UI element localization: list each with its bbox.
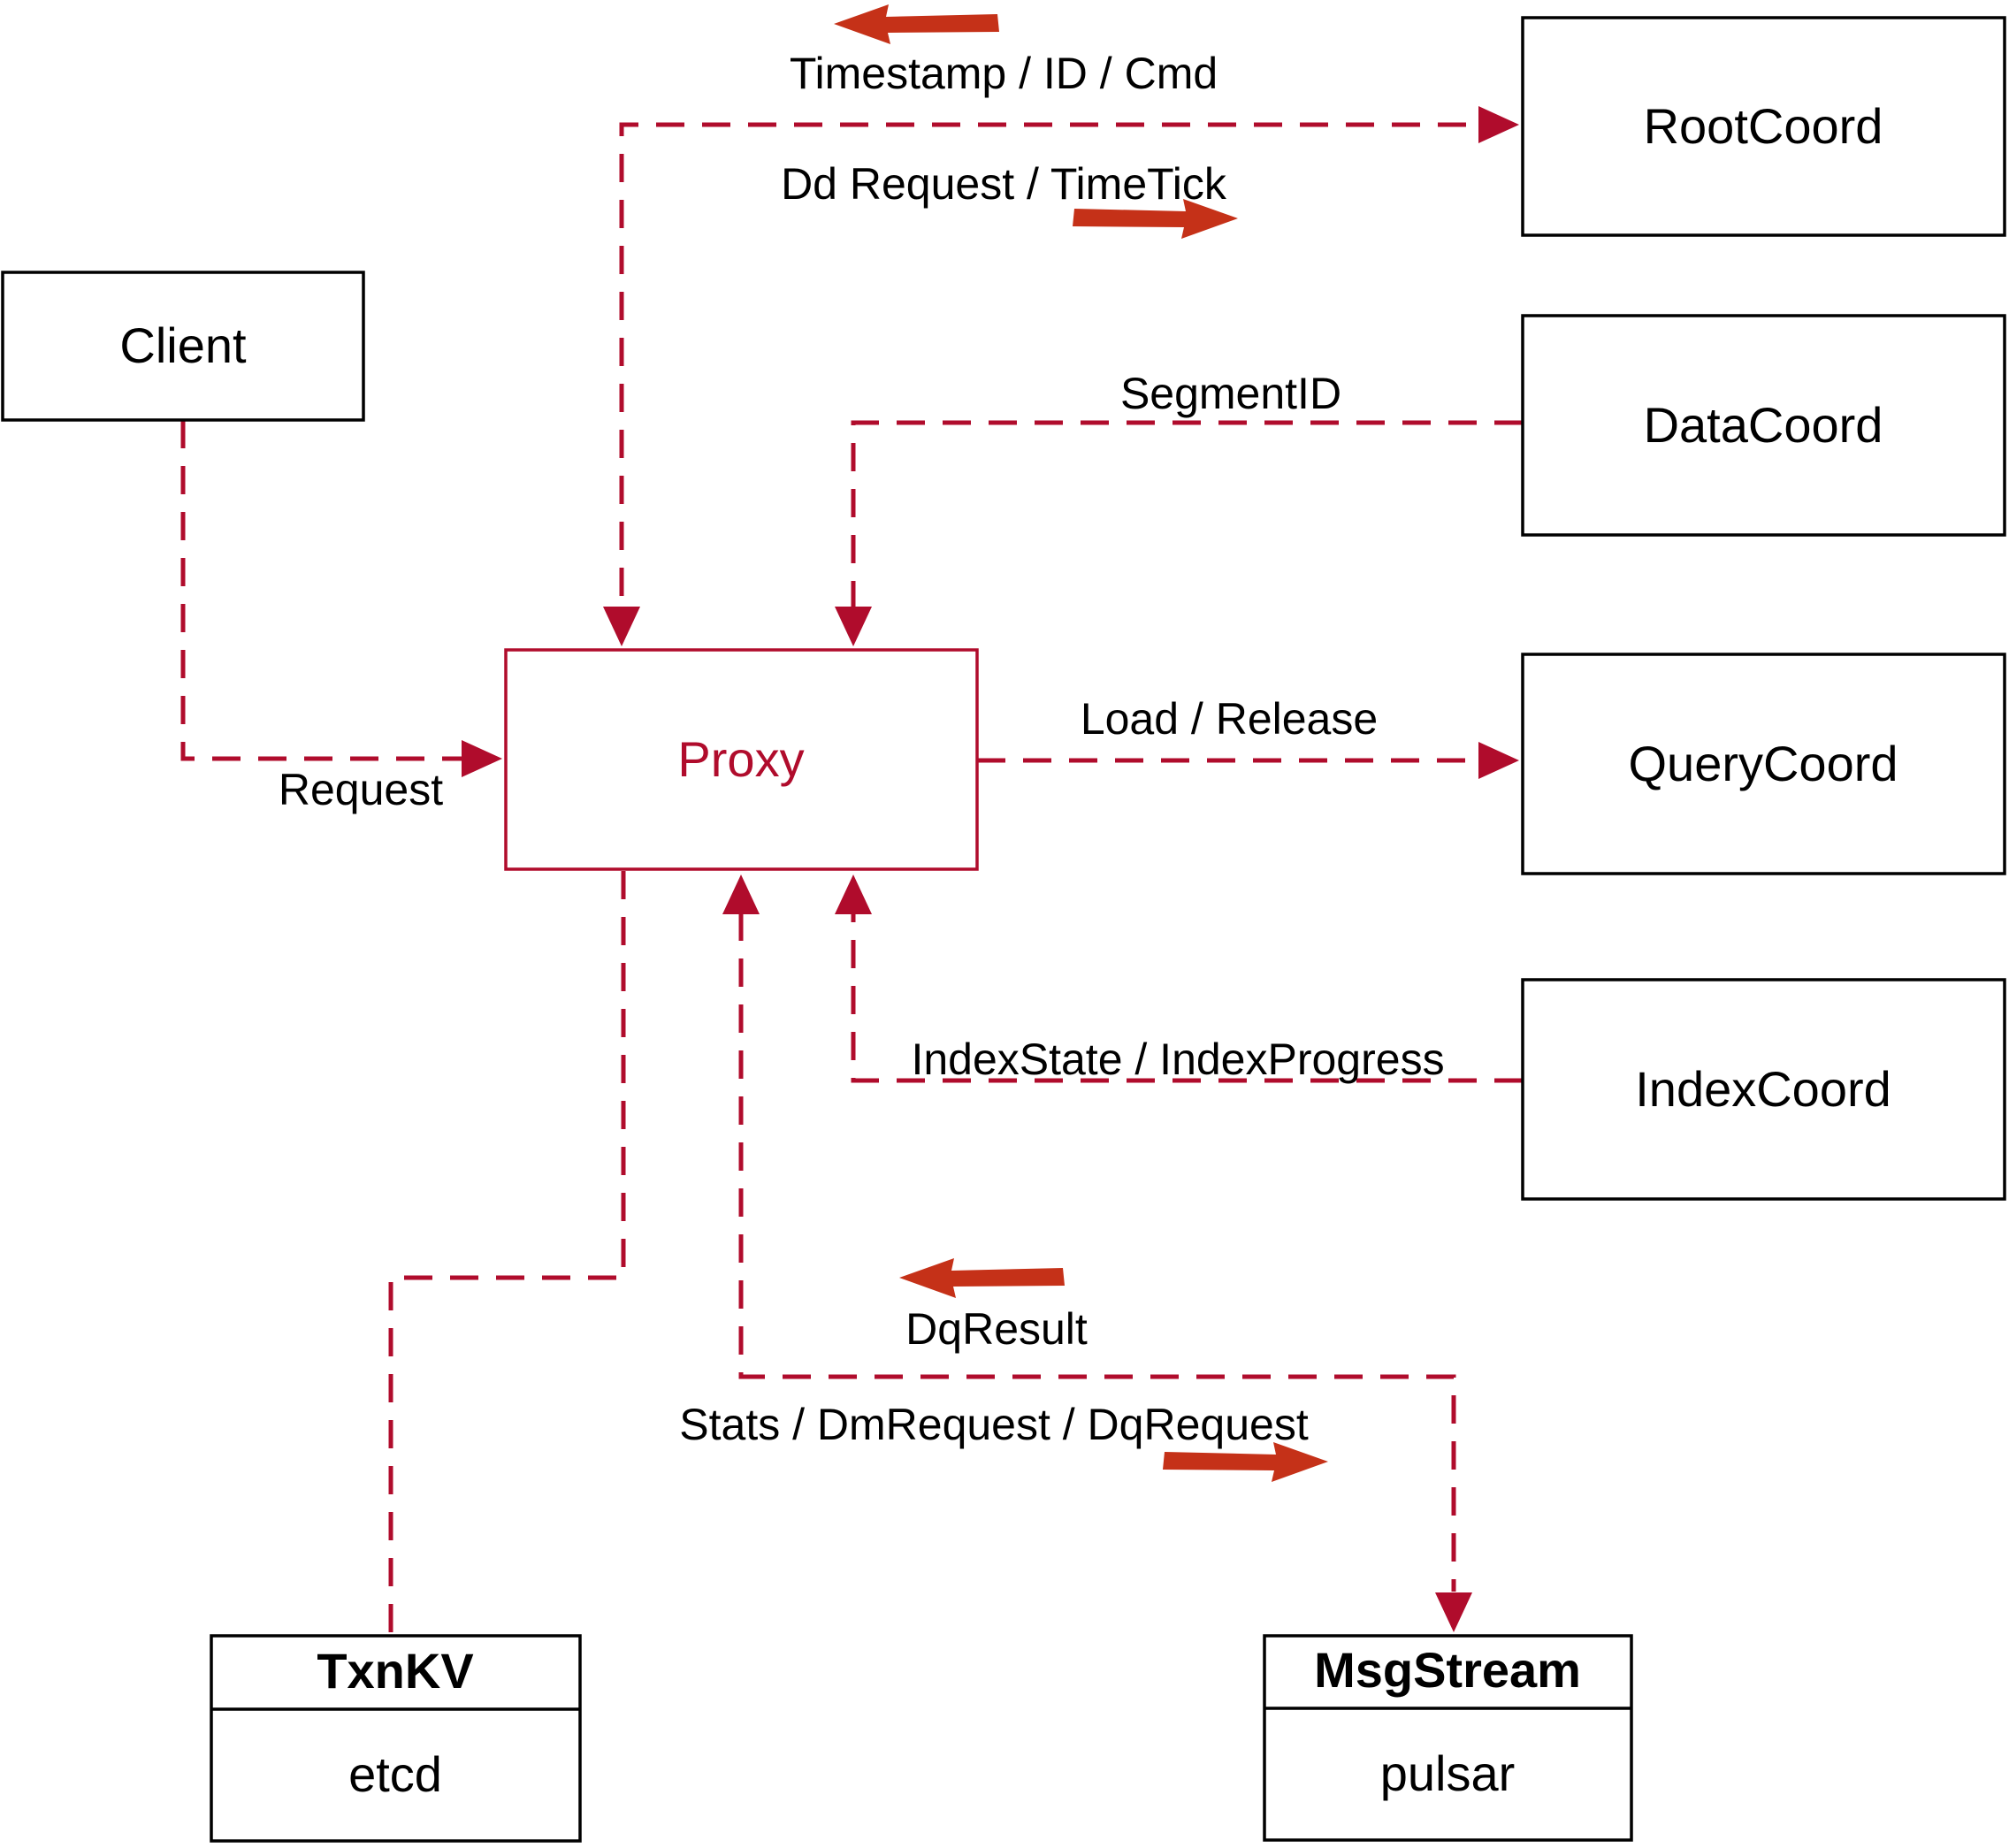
edge-proxy-msgstream: [738, 913, 1456, 1592]
arrowhead-into-msgstream-icon: [1435, 1592, 1472, 1632]
edge-label-segmentid: SegmentID: [1120, 369, 1341, 418]
client-label: Client: [119, 317, 247, 373]
msgstream-box: [1263, 1634, 1633, 1842]
edge-proxy-txnkv: [388, 871, 626, 1636]
datacoord-node: DataCoord: [1521, 314, 2006, 537]
querycoord-label: QueryCoord: [1628, 736, 1898, 791]
rootcoord-label: RootCoord: [1644, 98, 1883, 154]
querycoord-box: [1521, 653, 2006, 875]
txnkv-box: [210, 1634, 582, 1843]
arrowhead-indexcoord-into-proxy-icon: [835, 874, 872, 914]
edge-label-stats-dmrequest-dqrequest: Stats / DmRequest / DqRequest: [679, 1400, 1309, 1449]
msgstream-title: MsgStream: [1314, 1642, 1581, 1698]
proxy-node: Proxy: [504, 648, 979, 871]
arrowhead-into-querycoord-icon: [1478, 742, 1519, 779]
edge-label-load-release: Load / Release: [1081, 694, 1378, 744]
rootcoord-box: [1521, 16, 2006, 237]
msgstream-impl-label: pulsar: [1380, 1745, 1516, 1801]
datacoord-label: DataCoord: [1644, 397, 1883, 453]
edge-datacoord-proxy: [851, 420, 1523, 608]
arrowhead-datacoord-into-proxy-icon: [835, 607, 872, 646]
edge-client-proxy: [180, 420, 462, 761]
msgstream-node: MsgStream pulsar: [1263, 1634, 1633, 1842]
client-node: Client: [1, 271, 365, 422]
proxy-box: [504, 648, 979, 871]
edge-indexcoord-proxy: [851, 913, 1523, 1083]
edge-label-request: Request: [279, 765, 443, 814]
edge-proxy-rootcoord: [619, 122, 1478, 642]
arrowhead-msgstream-into-proxy-icon: [722, 874, 760, 914]
datacoord-box: [1521, 314, 2006, 537]
arrowhead-client-into-proxy-icon: [462, 740, 502, 777]
indexcoord-node: IndexCoord: [1521, 978, 2006, 1201]
proxy-label: Proxy: [677, 731, 804, 787]
edge-label-dd-request-timetick: Dd Request / TimeTick: [781, 159, 1227, 209]
arrowhead-into-rootcoord-icon: [1478, 106, 1519, 143]
direction-arrow-left-dqresult-icon: [899, 1258, 1065, 1298]
edge-label-dqresult: DqResult: [905, 1304, 1088, 1354]
indexcoord-label: IndexCoord: [1635, 1061, 1891, 1117]
txnkv-title: TxnKV: [317, 1643, 473, 1699]
direction-arrow-right-stats-icon: [1163, 1442, 1328, 1482]
direction-arrow-right-ddrequest-icon: [1073, 199, 1238, 239]
arrowhead-rootcoord-into-proxy-icon: [603, 607, 640, 646]
txnkv-impl-label: etcd: [348, 1746, 442, 1802]
indexcoord-box: [1521, 978, 2006, 1201]
querycoord-node: QueryCoord: [1521, 653, 2006, 875]
rootcoord-node: RootCoord: [1521, 16, 2006, 237]
txnkv-node: TxnKV etcd: [210, 1634, 582, 1843]
edge-label-indexstate-indexprogress: IndexState / IndexProgress: [911, 1035, 1444, 1084]
edge-label-timestamp-id-cmd: Timestamp / ID / Cmd: [790, 49, 1218, 98]
client-box: [1, 271, 365, 422]
direction-arrow-left-timestamp-icon: [834, 4, 999, 44]
